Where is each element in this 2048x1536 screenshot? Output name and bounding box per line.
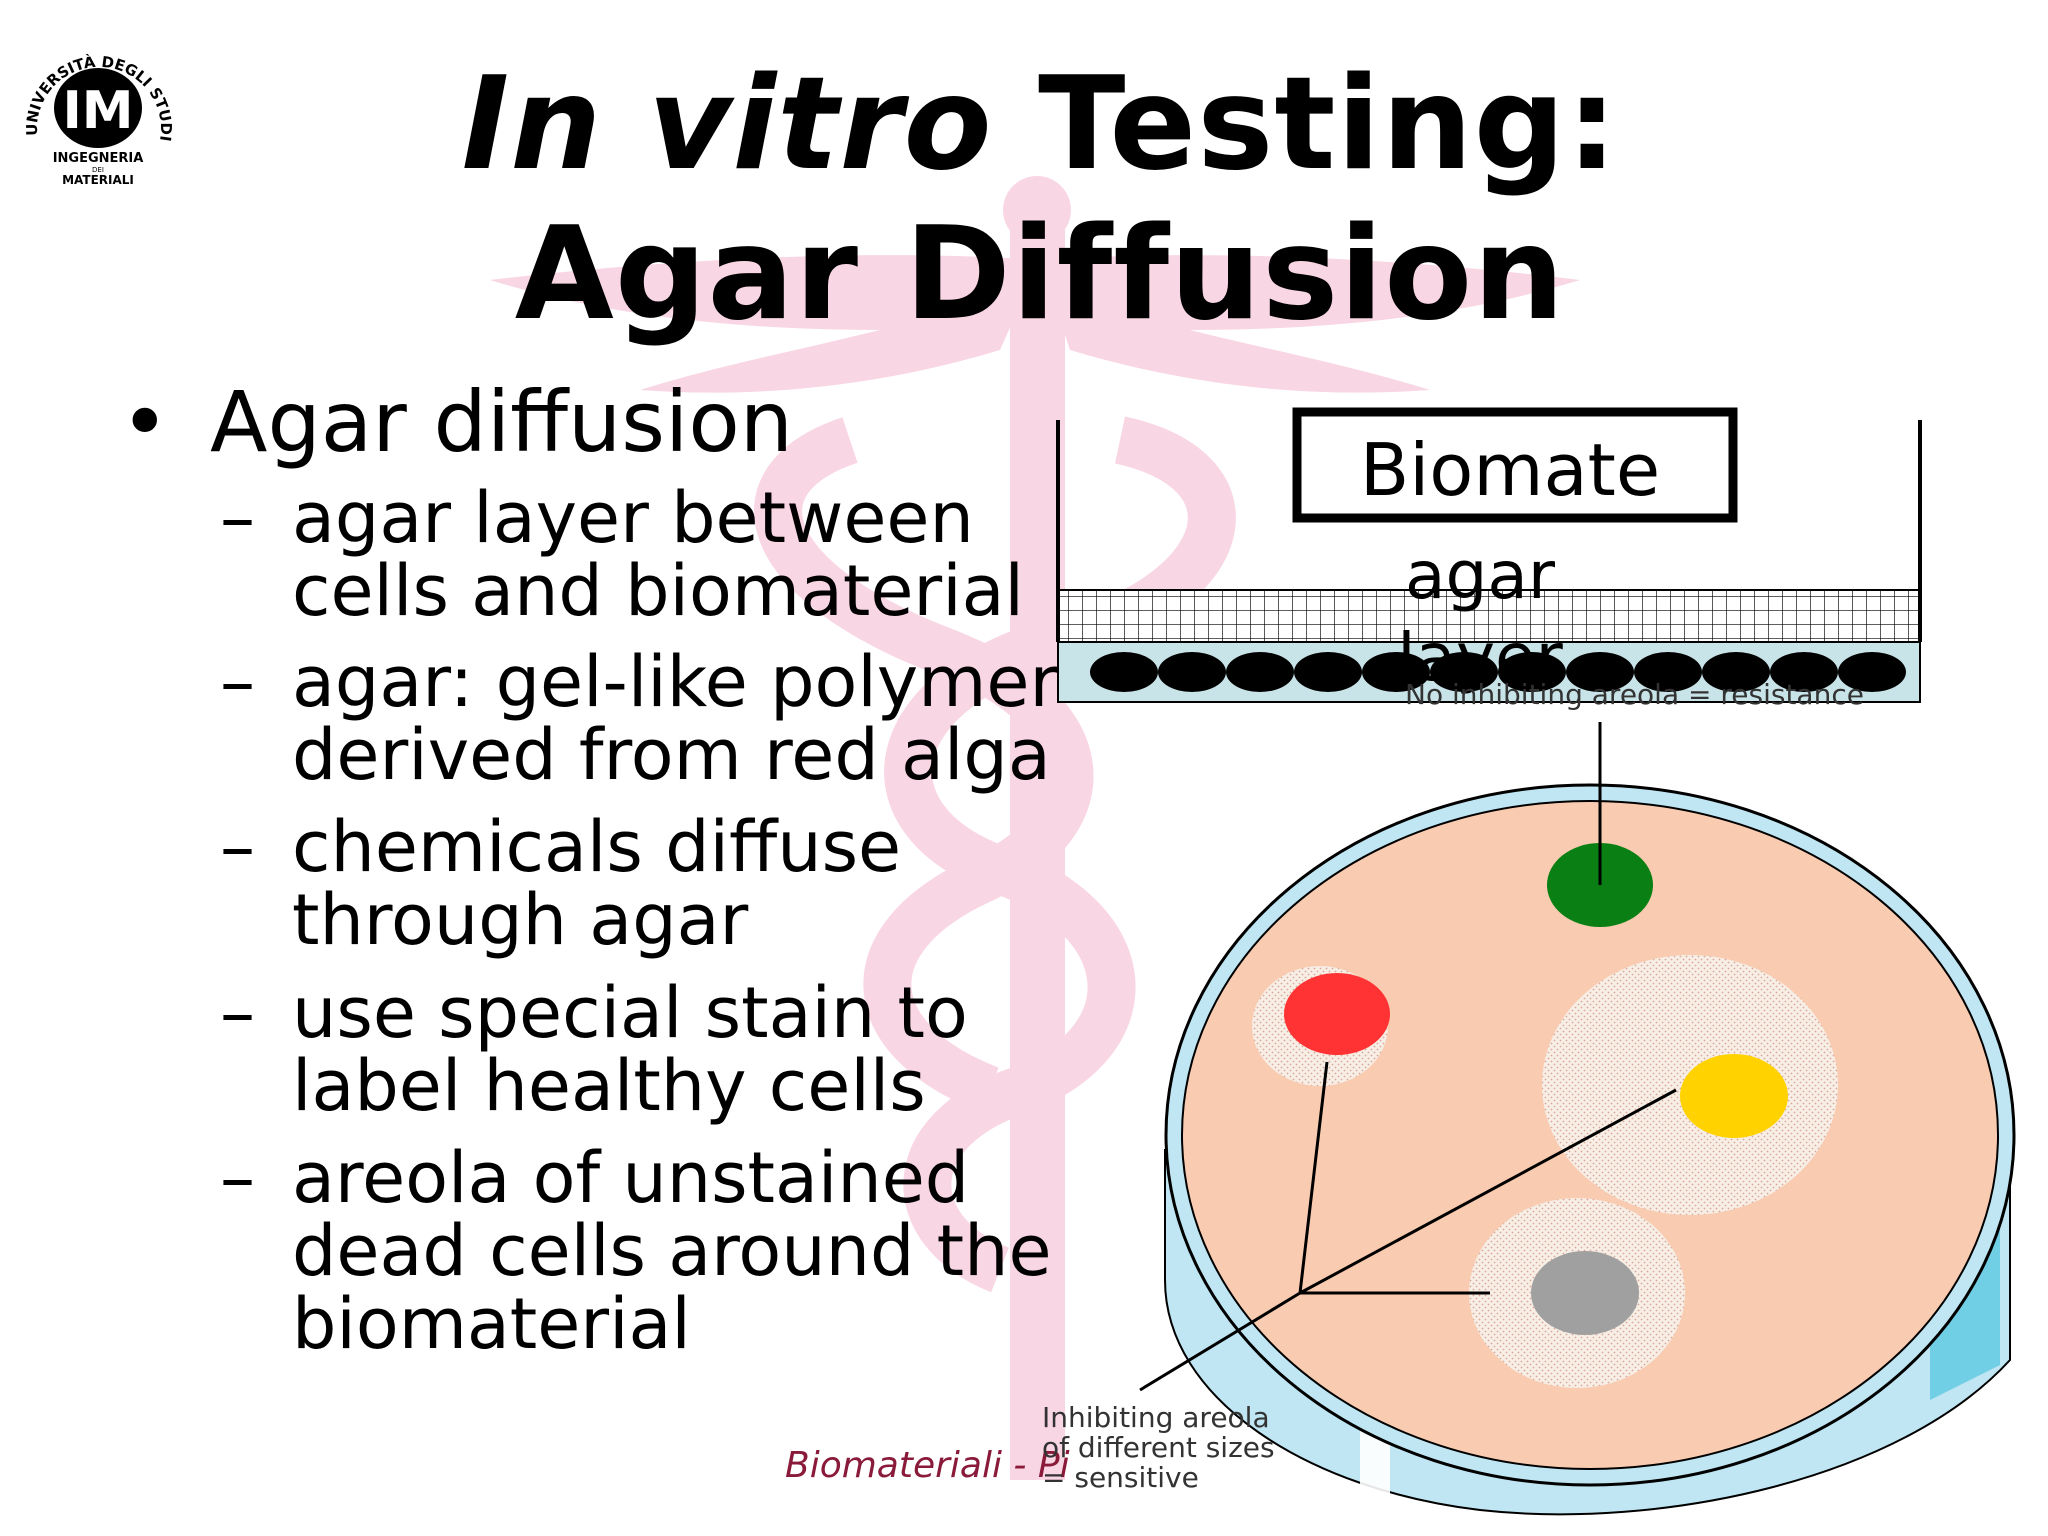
cross-section <box>1056 407 1922 703</box>
bullet-main: • Agar diffusion <box>120 372 793 472</box>
biomaterial-block <box>1292 407 1738 523</box>
grey-disc <box>1531 1251 1639 1335</box>
title-italic: In vitro <box>461 50 993 199</box>
cells <box>1090 652 1906 692</box>
sensitive-label-line: of different sizes <box>1042 1431 1275 1464</box>
sub-bullet-dash: – <box>220 972 255 1054</box>
bullet-marker: • <box>120 373 170 471</box>
logo-monogram: IM <box>62 81 133 141</box>
bullet-main-text: Agar diffusion <box>210 373 793 471</box>
petri-dish <box>1139 722 2016 1516</box>
logo-inner-2: DEI <box>92 166 104 174</box>
slide-title: In vitro Testing: Agar Diffusion <box>300 50 1780 350</box>
sub-bullet-dash: – <box>220 641 255 723</box>
sub-bullet-text: agar layer between cells and biomaterial <box>292 477 1024 632</box>
sub-bullet-dash: – <box>220 806 255 888</box>
agar-layer-label: agar layer <box>1397 537 1563 696</box>
resistance-label: No inhibiting areola = resistance <box>1405 678 1864 711</box>
university-logo: UNIVERSITÀ DEGLI STUDI DI TRIESTE IM ING… <box>10 20 175 187</box>
yellow-disc <box>1680 1054 1788 1138</box>
sub-bullet-text: use special stain to label healthy cells <box>292 972 968 1127</box>
slide-footer: Biomateriali - Pi <box>785 1445 1070 1486</box>
logo-inner-3: MATERIALI <box>62 173 134 187</box>
sub-bullet-text: agar: gel-like polymer derived from red … <box>292 641 1059 796</box>
sub-bullet-dash: – <box>220 1137 255 1219</box>
red-disc <box>1284 973 1390 1055</box>
title-rest: Testing: Agar Diffusion <box>514 50 1619 349</box>
sub-bullet-dash: – <box>220 477 255 559</box>
agar-diffusion-diagram <box>1056 407 2016 1516</box>
sensitive-label: Inhibiting areola of different sizes = s… <box>1042 1403 1275 1493</box>
sub-bullet-text: areola of unstained dead cells around th… <box>292 1137 1052 1365</box>
sub-bullet-text: chemicals diffuse through agar <box>292 806 902 961</box>
biomaterial-label: Biomate <box>1359 428 1661 512</box>
sensitive-label-line: = sensitive <box>1042 1461 1199 1494</box>
sensitive-label-line: Inhibiting areola <box>1042 1401 1270 1434</box>
logo-inner-1: INGEGNERIA <box>53 151 144 166</box>
